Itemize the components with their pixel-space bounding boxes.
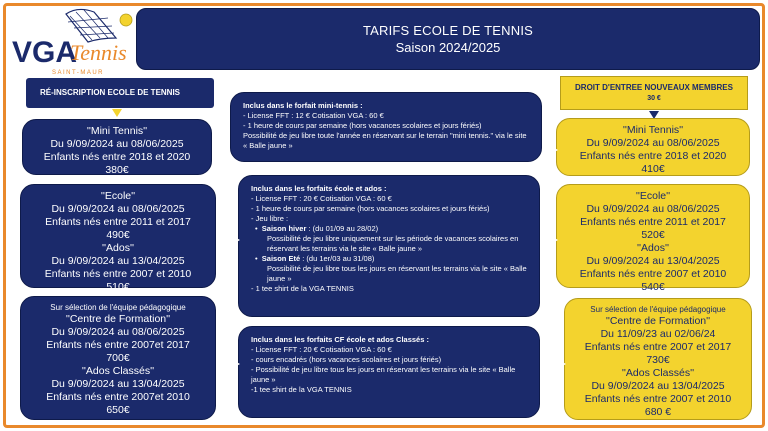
mini-tennis-inclusions: Inclus dans le forfait mini-tennis : - L…: [230, 92, 542, 162]
card-price: 650€: [106, 404, 130, 416]
double-arrow-icon: [216, 360, 240, 368]
vga-tennis-logo: VGA Tennis SAINT-MAUR: [12, 8, 133, 76]
classes-inclusions: Inclus dans les forfaits CF école et ado…: [238, 326, 540, 418]
logo-brand-2: Tennis: [70, 40, 127, 65]
left-formation-card: Sur sélection de l'équipe pédagogique ''…: [20, 296, 216, 420]
card-price: 680 €: [644, 406, 672, 418]
inclusions-title: Inclus dans les forfaits école et ados :: [251, 184, 387, 193]
inclusions-line: Possibilité de jeu libre toute l'année e…: [243, 131, 527, 150]
card-dates: Du 9/09/2024 au 08/06/2025: [586, 203, 720, 215]
card-name: ''Ados Classés'': [81, 365, 155, 377]
entry-fee: 30 €: [647, 94, 661, 102]
double-arrow-icon: [216, 236, 240, 244]
card-name: ''Ecole'': [635, 190, 671, 202]
right-formation-card: Sur sélection de l'équipe pédagogique ''…: [564, 298, 752, 420]
card-price: 490€: [106, 229, 130, 241]
left-arrow-icon: [212, 146, 234, 154]
logo-place: SAINT-MAUR: [52, 70, 104, 76]
reinscription-header: RÉ-INSCRIPTION ECOLE DE TENNIS: [26, 78, 214, 108]
winter-text: Possibilité de jeu libre uniquement sur …: [267, 234, 519, 253]
inclusions-line: - 1 tee shirt de la VGA TENNIS: [251, 284, 354, 293]
page-frame: [3, 3, 765, 428]
ecole-ados-inclusions: Inclus dans les forfaits école et ados :…: [238, 175, 540, 317]
logo-brand: VGA: [12, 36, 77, 69]
summer-season: • Saison Eté : (du 1er/03 au 31/08): [251, 254, 529, 264]
bullet-icon: •: [255, 254, 262, 263]
inclusions-line: - 1 heure de cours par semaine (hors vac…: [243, 121, 482, 130]
card-born: Enfants nés entre 2018 et 2020: [43, 151, 191, 163]
card-born: Enfants nés entre 2007 et 2010: [44, 268, 192, 280]
card-dates: Du 9/09/2024 au 13/04/2025: [591, 380, 725, 392]
new-members-header: DROIT D'ENTREE NOUVEAUX MEMBRES 30 €: [560, 76, 748, 110]
card-born: Enfants nés entre 2011 et 2017: [580, 216, 726, 228]
card-name: ''Mini Tennis'': [86, 125, 148, 137]
tennis-ball-icon: [119, 13, 133, 27]
double-arrow-icon: [540, 360, 566, 368]
inclusions-line: -1 tee shirt de la VGA TENNIS: [251, 385, 352, 394]
card-dates: Du 9/09/2024 au 08/06/2025: [50, 138, 184, 150]
card-note: Sur sélection de l'équipe pédagogique: [590, 305, 726, 314]
tennis-net-icon: [65, 8, 118, 43]
double-arrow-icon: [540, 236, 558, 244]
card-dates: Du 9/09/2024 au 13/04/2025: [51, 378, 185, 390]
inclusions-title: Inclus dans le forfait mini-tennis :: [243, 101, 363, 110]
card-name: ''Mini Tennis'': [622, 124, 684, 136]
inclusions-line: - 1 heure de cours par semaine (hors vac…: [251, 204, 490, 213]
left-mini-tennis-card: ''Mini Tennis'' Du 9/09/2024 au 08/06/20…: [22, 119, 212, 176]
left-ecole-ados-card: ''Ecole'' Du 9/09/2024 au 08/06/2025 Enf…: [20, 184, 216, 293]
inclusions-line: - License FFT : 20 € Cotisation VGA : 60…: [251, 345, 392, 354]
inclusions-line: - Possibilité de jeu libre tous les jour…: [251, 365, 516, 384]
card-dates: Du 9/09/2024 au 08/06/2025: [51, 326, 185, 338]
right-arrow-icon: [540, 146, 558, 154]
right-ecole-ados-card: ''Ecole'' Du 9/09/2024 au 08/06/2025 Enf…: [556, 184, 750, 293]
card-note: Sur sélection de l'équipe pédagogique: [50, 303, 186, 312]
winter-dates: : (du 01/09 au 28/02): [306, 224, 379, 233]
card-price: 700€: [106, 352, 130, 364]
winter-season: • Saison hiver : (du 01/09 au 28/02): [251, 224, 529, 234]
card-born: Enfants nés entre 2007et 2017: [46, 339, 190, 351]
card-born: Enfants nés entre 2007 et 2017: [584, 341, 732, 353]
card-price: 540€: [641, 281, 665, 293]
down-arrow-icon: [649, 111, 659, 119]
page-title: TARIFS ECOLE DE TENNIS: [362, 23, 534, 38]
card-name: ''Ecole'': [100, 190, 136, 202]
winter-label: Saison hiver: [261, 224, 307, 233]
card-dates: Du 9/09/2024 au 13/04/2025: [51, 255, 185, 267]
card-name: ''Ados Classés'': [621, 367, 695, 379]
card-name: ''Centre de Formation'': [65, 313, 171, 325]
down-arrow-icon: [112, 109, 122, 117]
page-subtitle: Saison 2024/2025: [395, 40, 501, 55]
card-price: 510€: [106, 281, 130, 293]
card-born: Enfants nés entre 2011 et 2017: [45, 216, 191, 228]
inclusions-title: Inclus dans les forfaits CF école et ado…: [251, 335, 429, 344]
right-mini-tennis-card: ''Mini Tennis'' Du 9/09/2024 au 08/06/20…: [556, 118, 750, 176]
card-dates: Du 9/09/2024 au 08/06/2025: [51, 203, 185, 215]
summer-text: Possibilité de jeu libre tous les jours …: [267, 264, 527, 283]
card-name: ''Centre de Formation'': [605, 315, 711, 327]
card-price: 380€: [105, 164, 129, 176]
card-born: Enfants nés entre 2007 et 2010: [584, 393, 732, 405]
card-born: Enfants nés entre 2018 et 2020: [579, 150, 727, 162]
inclusions-line: - License FFT : 12 € Cotisation VGA : 60…: [243, 111, 384, 120]
card-name: ''Ados'': [102, 242, 134, 254]
title-banner: TARIFS ECOLE DE TENNIS Saison 2024/2025: [136, 8, 760, 70]
summer-dates: : (du 1er/03 au 31/08): [300, 254, 375, 263]
card-price: 730€: [646, 354, 670, 366]
inclusions-line: - License FFT : 20 € Cotisation VGA : 60…: [251, 194, 392, 203]
new-members-title: DROIT D'ENTREE NOUVEAUX MEMBRES: [575, 83, 733, 92]
card-name: ''Ados'': [637, 242, 669, 254]
inclusions-line: - Jeu libre :: [251, 214, 289, 223]
card-price: 410€: [641, 163, 665, 175]
card-born: Enfants nés entre 2007 et 2010: [579, 268, 727, 280]
card-price: 520€: [641, 229, 665, 241]
card-dates: Du 9/09/2024 au 08/06/2025: [586, 137, 720, 149]
inclusions-line: - cours encadrés (hors vacances scolaire…: [251, 355, 442, 364]
card-born: Enfants nés entre 2007et 2010: [46, 391, 190, 403]
summer-label: Saison Eté: [261, 254, 301, 263]
card-dates: Du 11/09/23 au 02/06/24: [600, 328, 716, 340]
card-dates: Du 9/09/2024 au 13/04/2025: [586, 255, 720, 267]
bullet-icon: •: [255, 224, 262, 233]
